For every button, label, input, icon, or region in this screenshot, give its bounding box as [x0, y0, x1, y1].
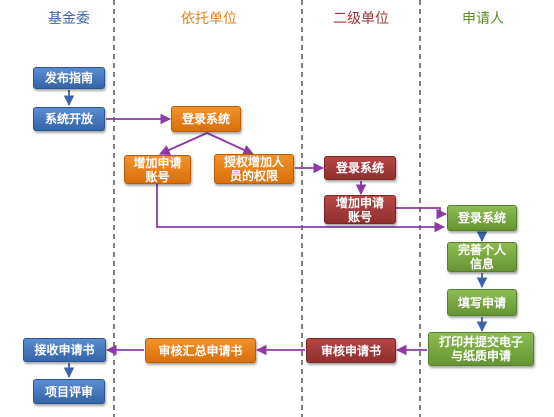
- lane-title-applicant: 申请人: [462, 11, 504, 27]
- node-app-login: 登录系统: [447, 205, 517, 231]
- node-receive-application: 接收申请书: [23, 338, 106, 362]
- arrow-org-add-to-app-login: [156, 184, 446, 233]
- arrow-org-login-to-grant: [206, 132, 254, 155]
- node-sub-add-account: 增加申请 账号: [324, 195, 396, 224]
- lane-title-fund-committee: 基金委: [48, 11, 90, 27]
- node-org-login: 登录系统: [171, 106, 241, 132]
- node-org-grant-permission: 授权增加人 员的权限: [214, 154, 294, 184]
- node-project-evaluation: 项目评审: [33, 379, 105, 404]
- lane-title-host-institution: 依托单位: [181, 11, 237, 27]
- node-sub-login: 登录系统: [324, 156, 396, 180]
- node-sub-review: 审核申请书: [306, 338, 396, 363]
- node-app-print-submit: 打印并提交电子 与纸质申请: [428, 332, 534, 366]
- lane-title-secondary-unit: 二级单位: [333, 11, 389, 27]
- node-org-add-account: 增加申请 账号: [124, 155, 191, 184]
- arrow-org-login-to-add: [159, 132, 208, 155]
- arrow-sub-add-to-app-login: [396, 207, 448, 220]
- node-app-fill-application: 填写申请: [447, 289, 517, 316]
- node-open-system: 系统开放: [33, 107, 105, 131]
- node-org-review-summary: 审核汇总申请书: [145, 338, 256, 363]
- node-app-complete-info: 完善个人 信息: [447, 242, 517, 272]
- node-publish-guide: 发布指南: [33, 67, 105, 89]
